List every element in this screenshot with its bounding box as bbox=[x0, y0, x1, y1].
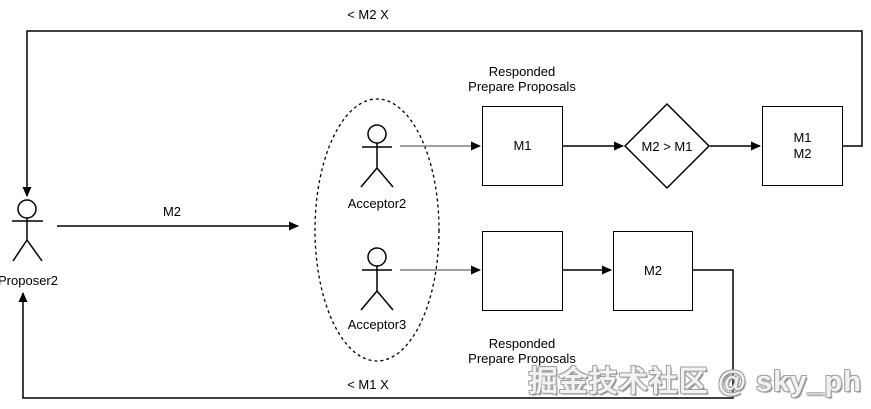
decision-diamond bbox=[623, 102, 711, 190]
top-feedback-label: < M2 X bbox=[347, 7, 389, 22]
node-box-m1-m2-label: M1 M2 bbox=[793, 130, 812, 161]
actor-acceptor2-body bbox=[360, 143, 394, 188]
actor-proposer2-label: Proposer2 bbox=[0, 273, 58, 288]
actor-proposer2-head bbox=[17, 199, 37, 219]
actor-acceptor3-label: Acceptor3 bbox=[347, 317, 407, 332]
m2-message-label: M2 bbox=[162, 204, 182, 219]
acceptors-group-ellipse bbox=[314, 98, 440, 362]
responded-prepare-proposals-bottom-label: Responded Prepare Proposals bbox=[468, 336, 576, 366]
watermark: 掘金技术社区 @ sky_ph bbox=[528, 366, 862, 398]
bottom-feedback-label: < M1 X bbox=[347, 377, 389, 392]
node-box-m2-label: M2 bbox=[643, 263, 663, 278]
node-box-m1: M1 bbox=[482, 106, 563, 186]
node-box-m1-m2: M1 M2 bbox=[762, 106, 843, 186]
edge-top-feedback bbox=[22, 30, 863, 197]
actor-acceptor3-body bbox=[360, 266, 394, 311]
decision-diamond-label: M2 > M1 bbox=[641, 139, 693, 154]
node-box-responded-empty bbox=[482, 231, 563, 311]
actor-acceptor2 bbox=[360, 124, 394, 188]
node-box-m1-label: M1 bbox=[513, 138, 532, 153]
actor-proposer2 bbox=[12, 199, 43, 262]
actor-acceptor3-head bbox=[367, 247, 387, 267]
actor-acceptor2-head bbox=[367, 124, 387, 144]
actor-acceptor2-label: Acceptor2 bbox=[347, 196, 407, 211]
responded-prepare-proposals-top-label: Responded Prepare Proposals bbox=[468, 64, 576, 94]
edge-bottom-feedback bbox=[18, 269, 734, 399]
actor-proposer2-body bbox=[12, 218, 43, 262]
actor-acceptor3 bbox=[360, 247, 394, 311]
node-box-m2: M2 bbox=[613, 231, 693, 311]
